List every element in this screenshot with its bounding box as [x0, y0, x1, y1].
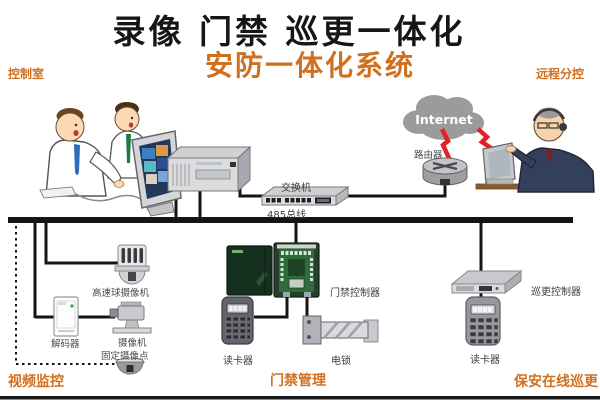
remote-operator — [505, 107, 595, 193]
internet-cloud — [403, 95, 484, 140]
access-controller-device — [273, 242, 320, 298]
speed-dome-label: 高速球摄像机 — [92, 288, 150, 299]
dvr-server — [166, 145, 252, 193]
internet-label: Internet — [415, 112, 473, 127]
patrol-controller-label: 巡更控制器 — [531, 287, 581, 298]
electric-lock-label: 电锁 — [331, 356, 351, 367]
remote-operator-suit — [517, 147, 595, 193]
fixed-point-label: 固定摄像点 — [101, 351, 149, 362]
operator-2-head — [114, 106, 140, 132]
bus-485-line — [8, 217, 573, 223]
access-reader-label: 读卡器 — [223, 356, 253, 367]
control-operator-2 — [107, 102, 151, 179]
line-controller-to-reader — [254, 295, 289, 319]
control-operator-1 — [45, 108, 125, 197]
switch-label: 交换机 — [281, 183, 311, 194]
remote-station — [475, 107, 595, 193]
zone-label-control-room: 控制室 — [8, 67, 45, 81]
bottom-bar — [0, 396, 600, 400]
router — [422, 157, 468, 186]
line-switch-to-router — [336, 183, 447, 198]
camera-label: 摄像机 — [118, 338, 147, 349]
operator-1-hand — [113, 180, 125, 188]
keyboard — [39, 186, 77, 199]
operator-1-tie — [74, 144, 80, 175]
operator-2-tie — [126, 134, 131, 163]
electric-lock-device — [302, 315, 379, 345]
monitor-stand — [146, 201, 175, 217]
fixed-dome-camera-device — [115, 357, 145, 375]
keyboard-cable — [75, 193, 148, 205]
router-label: 路由器 — [414, 150, 443, 161]
zone-label-access: 门禁管理 — [270, 373, 326, 389]
patrol-reader-label: 读卡器 — [470, 355, 500, 366]
control-room-scene — [39, 102, 252, 217]
zone-label-remote: 远程分控 — [536, 67, 585, 81]
operator-1-head — [55, 112, 85, 142]
decoder-device — [53, 296, 79, 337]
patrol-controller-device — [450, 269, 523, 294]
speed-dome-camera-device — [114, 244, 150, 285]
zone-label-patrol: 保安在线巡更 — [514, 374, 598, 390]
bolt-to-remote-pc — [476, 127, 499, 154]
remote-operator-tie — [546, 149, 552, 165]
page-title: 录像 门禁 巡更一体化 — [112, 12, 466, 51]
bus-485-label: 485总线 — [267, 210, 307, 221]
video-zone-dashed-line — [15, 226, 118, 365]
fixed-camera-device — [109, 301, 152, 334]
patrol-card-reader-device — [465, 296, 501, 346]
remote-operator-glasses — [537, 122, 548, 129]
switch — [260, 186, 350, 206]
remote-screen — [488, 148, 511, 179]
decoder-label: 解码器 — [51, 339, 80, 350]
zone-label-video: 视频监控 — [8, 374, 64, 390]
access-controller-label: 门禁控制器 — [330, 288, 380, 299]
access-cabinet — [226, 245, 273, 296]
page-subtitle: 安防一体化系统 — [204, 49, 415, 82]
remote-operator-hand — [505, 145, 517, 153]
remote-operator-headset — [532, 108, 566, 122]
access-card-reader-device — [221, 296, 254, 345]
line-bus-to-speed-dome — [44, 222, 119, 265]
